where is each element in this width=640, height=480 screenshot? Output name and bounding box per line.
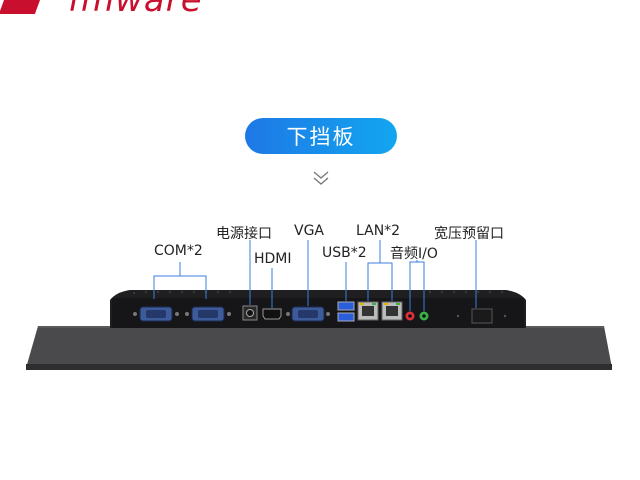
com-port-1	[133, 306, 179, 322]
audio-jacks	[405, 311, 429, 321]
front-bezel	[26, 326, 612, 370]
power-jack	[242, 305, 258, 321]
label-com: COM*2	[154, 243, 203, 259]
label-lan: LAN*2	[356, 223, 401, 239]
label-power: 电源接口	[216, 226, 272, 242]
section-title-pill: 下挡板	[245, 118, 397, 154]
usb-ports	[337, 301, 355, 322]
com-port-2	[185, 306, 231, 322]
lan-ports	[357, 301, 403, 321]
label-hdmi: HDMI	[254, 251, 292, 267]
double-chevron-down-icon	[313, 171, 329, 185]
vga-port	[286, 306, 330, 322]
leader-lines	[153, 240, 477, 311]
label-expansion: 宽压预留口	[434, 226, 504, 242]
label-vga: VGA	[294, 223, 325, 239]
brand-logo: fmware	[0, 0, 300, 20]
hdmi-port	[262, 308, 282, 320]
brand-name: fmware	[68, 0, 203, 20]
label-usb: USB*2	[322, 245, 367, 261]
expansion-slot	[456, 308, 507, 324]
label-audio: 音频I/O	[390, 246, 438, 262]
